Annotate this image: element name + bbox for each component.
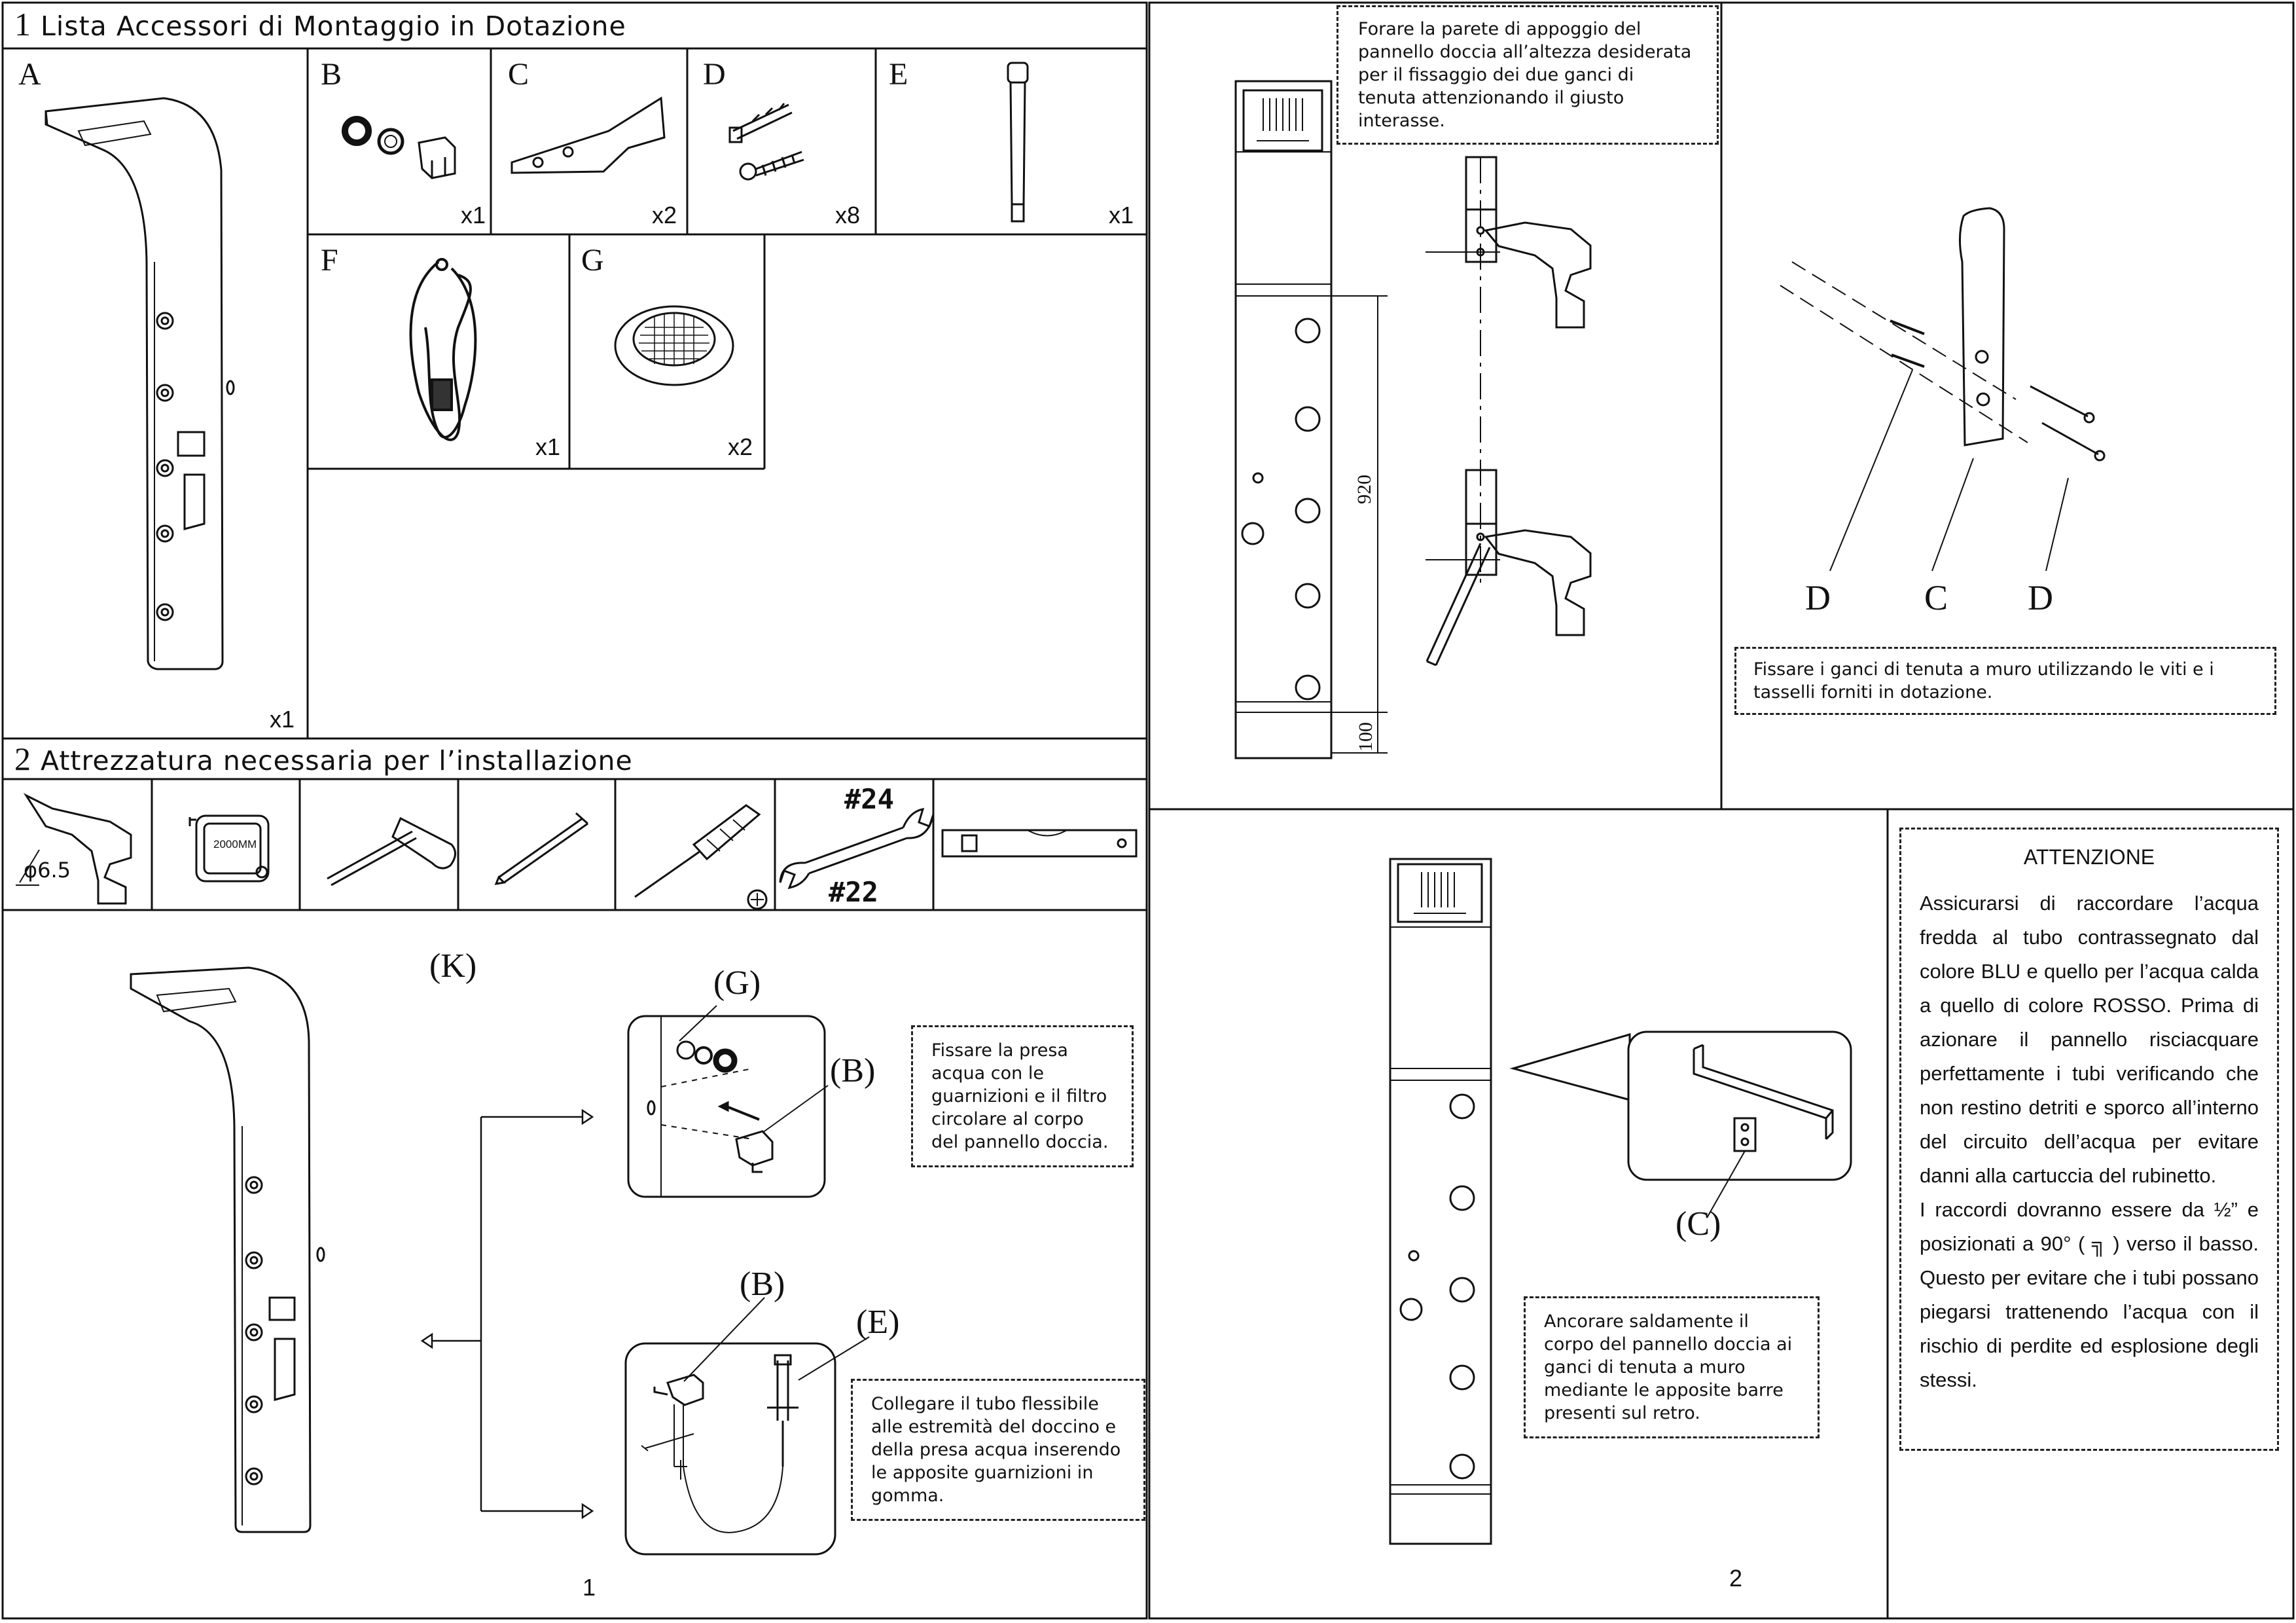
callout-b-hose: (B) xyxy=(740,1266,785,1303)
item-c-qty: x2 xyxy=(652,202,677,228)
tool-drill-drawing xyxy=(16,793,132,905)
hook-exploded xyxy=(1780,207,2106,572)
tool-level-drawing xyxy=(941,829,1138,858)
gaskets-b-drawing xyxy=(342,116,456,179)
attention-paragraph-1: Assicurarsi di raccordare l’acqua fredda… xyxy=(1920,892,2259,1187)
section-1-title: 1 Lista Accessori di Montaggio in Dotazio… xyxy=(14,5,626,43)
page-2-number: 2 xyxy=(1729,1565,1743,1592)
section-2-label: Attrezzatura necessaria per l’installazi… xyxy=(41,745,633,776)
item-b-qty: x1 xyxy=(461,202,486,228)
item-d-qty: x8 xyxy=(835,202,861,228)
item-a-qty: x1 xyxy=(270,706,295,733)
callout-e: (E) xyxy=(856,1304,900,1341)
callout-g: (G) xyxy=(713,964,761,1002)
item-e-letter: E xyxy=(889,57,908,92)
item-d-letter: D xyxy=(703,57,726,92)
dimension-lines xyxy=(1331,295,1388,754)
tool-pencil-drawing xyxy=(494,812,588,885)
detail-box-gasket xyxy=(627,1015,826,1198)
callout-b-gasket: (B) xyxy=(830,1052,876,1089)
page-1-number: 1 xyxy=(583,1574,596,1601)
drill-positions xyxy=(1426,156,1592,666)
section-1-label: Lista Accessori di Montaggio in Dotazion… xyxy=(41,10,626,42)
attention-box: ATTENZIONE Assicurarsi di raccordare l’a… xyxy=(1899,828,2279,1451)
label-d-left: D xyxy=(1805,578,1831,617)
zoom-callout xyxy=(1509,1030,1852,1218)
section-1-number: 1 xyxy=(14,6,31,43)
tool-tape-drawing xyxy=(188,814,270,883)
tape-length-label: 2000MM xyxy=(213,838,257,850)
k-bracket-arrows xyxy=(420,1108,594,1520)
note-drill-wall: Forare la parete di appoggio del pannell… xyxy=(1336,5,1719,145)
note-filter: Fissare la presa acqua con le guarnizion… xyxy=(911,1025,1134,1167)
note-anchor-panel: Ancorare saldamente il corpo del pannell… xyxy=(1524,1296,1820,1438)
note-fix-hooks: Fissare i ganci di tenuta a muro utilizz… xyxy=(1734,647,2276,715)
tall-panel-front xyxy=(1234,80,1333,759)
tool-screwdriver-drawing xyxy=(634,804,768,910)
hand-shower-e-drawing xyxy=(1007,62,1029,223)
callout-c: (C) xyxy=(1676,1205,1721,1243)
wrench-size-top: #24 xyxy=(844,783,894,815)
item-b-letter: B xyxy=(321,57,342,92)
item-a-letter: A xyxy=(18,57,41,92)
panel-k-drawing xyxy=(130,966,325,1533)
panel-a-drawing xyxy=(45,97,235,670)
section-2-title: 2 Attrezzatura necessaria per l’installaz… xyxy=(14,740,633,778)
attention-title: ATTENZIONE xyxy=(2023,845,2155,869)
attention-paragraph-2: I raccordi dovranno essere da ½” e posiz… xyxy=(1920,1198,2259,1391)
callout-k: (K) xyxy=(429,947,477,985)
tall-panel-back xyxy=(1389,858,1492,1545)
drill-size-label: φ6.5 xyxy=(24,858,71,883)
filter-g-drawing xyxy=(614,305,734,386)
item-e-qty: x1 xyxy=(1109,202,1134,228)
item-f-letter: F xyxy=(321,243,338,278)
item-g-letter: G xyxy=(581,243,604,278)
label-d-right: D xyxy=(2028,578,2053,617)
label-c: C xyxy=(1924,578,1948,617)
dimension-100: 100 xyxy=(1355,722,1376,752)
tool-wrench-drawing xyxy=(779,808,935,890)
section-2-number: 2 xyxy=(14,740,31,777)
note-hose: Collegare il tubo flessibile alle estrem… xyxy=(851,1379,1145,1521)
item-f-qty: x1 xyxy=(535,433,561,460)
hose-f-drawing xyxy=(409,258,477,441)
dimension-920: 920 xyxy=(1354,475,1375,504)
item-c-letter: C xyxy=(508,57,529,92)
tool-hammer-drawing xyxy=(327,816,456,886)
detail-box-hose xyxy=(624,1342,836,1556)
wrench-size-bottom: #22 xyxy=(829,876,878,908)
hook-c-drawing xyxy=(511,96,666,174)
anchor-screw-d-drawing xyxy=(728,103,804,181)
item-g-qty: x2 xyxy=(728,433,753,460)
